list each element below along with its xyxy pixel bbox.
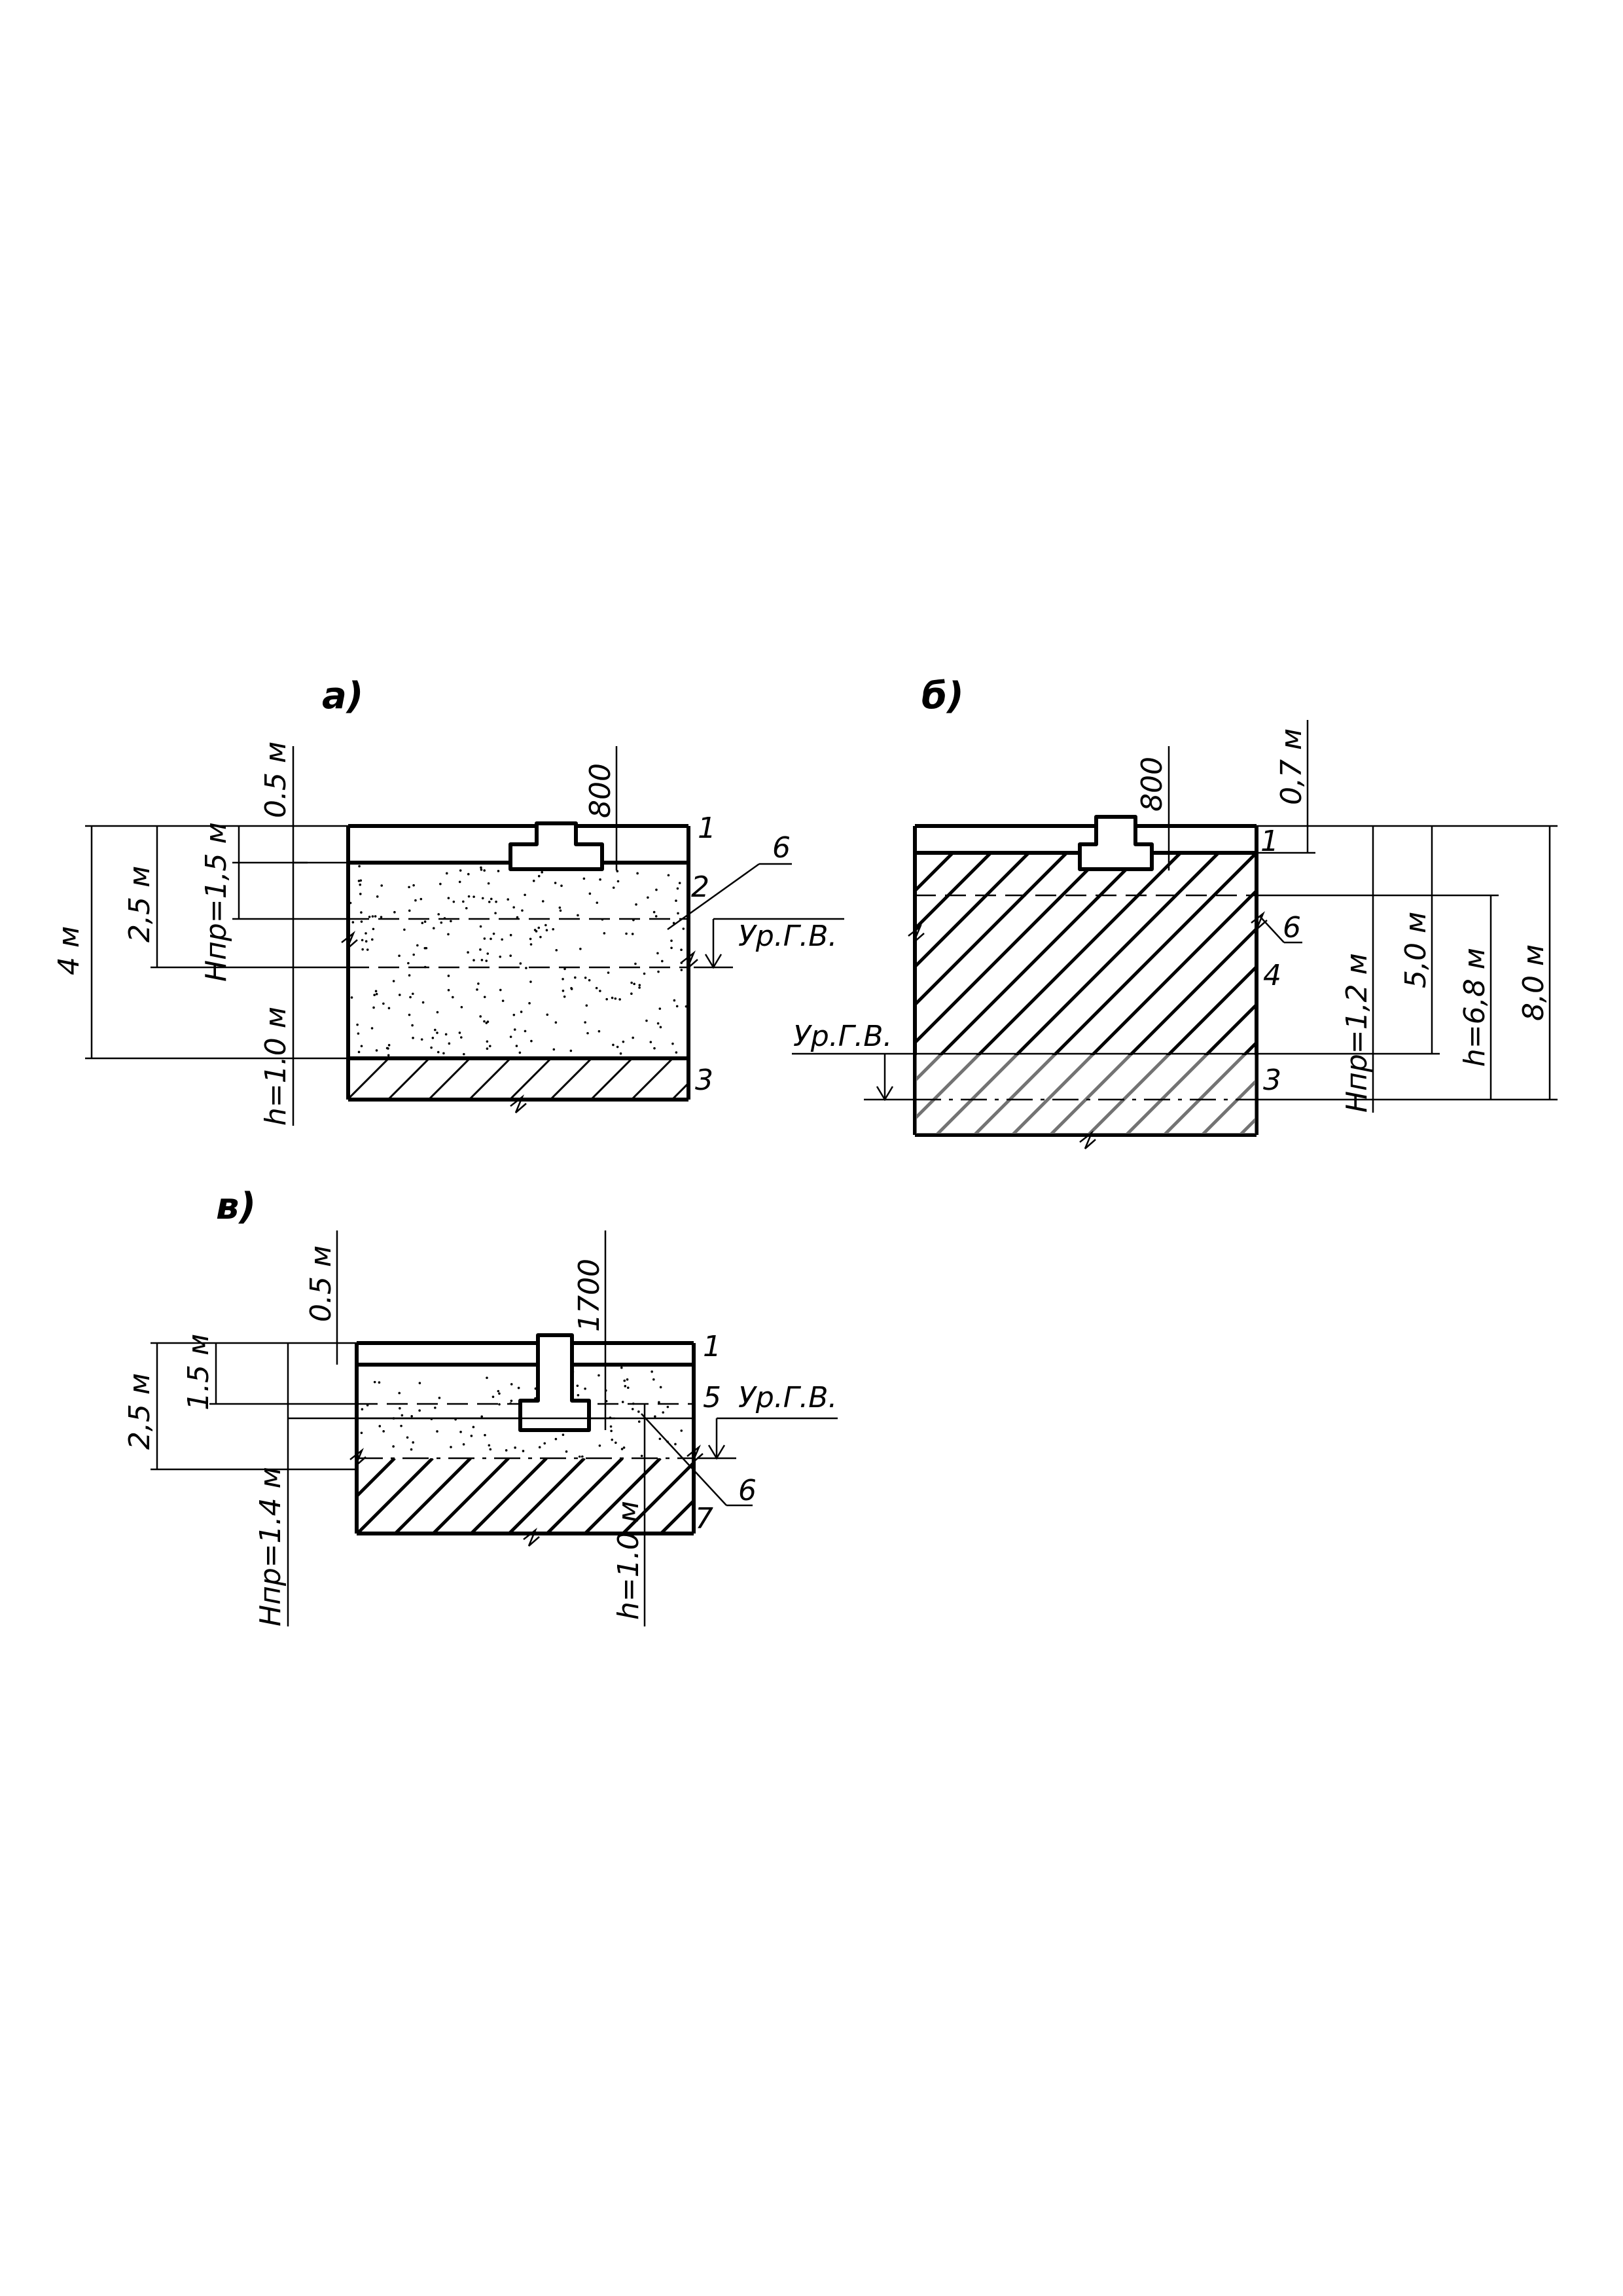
diagram-a-title: а) — [322, 675, 363, 717]
dim-800: 800 — [1135, 757, 1169, 812]
dim-hnp: Нпр=1.4 м — [254, 1467, 287, 1626]
dim-800: 800 — [584, 763, 617, 818]
callout-6: 6 — [772, 831, 791, 865]
clay-hatch — [348, 1058, 688, 1099]
break-mark-icon — [341, 931, 358, 950]
dim-8m: 8,0 м — [1517, 944, 1550, 1021]
dim-0-7m: 0,7 м — [1275, 728, 1308, 805]
dim-hnp: Нпр=1,2 м — [1340, 953, 1374, 1113]
pipe-icon — [1078, 815, 1154, 871]
break-mark-icon — [510, 1094, 527, 1113]
dim-0-5m: 0.5 м — [304, 1246, 338, 1322]
dim-1700: 1700 — [573, 1259, 606, 1332]
dim-4m: 4 м — [52, 926, 86, 975]
dim-h: h=1.0 м — [612, 1501, 645, 1620]
clay-hatch — [357, 1458, 694, 1534]
clay-hatch — [915, 853, 1257, 1134]
pipe-icon — [508, 821, 604, 871]
callout-5: 5 — [703, 1381, 721, 1414]
callout-4: 4 — [1263, 959, 1281, 992]
callout-6: 6 — [738, 1474, 757, 1507]
diagram-v-title: в) — [216, 1185, 256, 1228]
groundwater-level-label: Ур.Г.В. — [793, 1020, 892, 1053]
callout-2: 2 — [691, 870, 709, 904]
callout-1: 1 — [703, 1330, 721, 1363]
dim-5m: 5,0 м — [1399, 912, 1433, 988]
break-mark-icon — [681, 950, 698, 969]
callout-3: 3 — [695, 1064, 713, 1097]
callout-1: 1 — [698, 812, 716, 845]
diagram-b-title: б) — [921, 675, 964, 717]
callout-7: 7 — [695, 1502, 713, 1535]
dim-1-5m: 1.5 м — [182, 1334, 215, 1410]
groundwater-level-label: Ур.Г.В. — [738, 1381, 837, 1414]
dim-0-5m: 0.5 м — [259, 742, 293, 818]
dim-2-5m: 2,5 м — [123, 866, 156, 942]
pipe-icon — [518, 1333, 591, 1432]
groundwater-level-label: Ур.Г.В. — [738, 920, 837, 953]
callout-1: 1 — [1260, 825, 1279, 858]
dim-h: h=6,8 м — [1458, 948, 1491, 1067]
sand-fill — [348, 863, 688, 1057]
callout-6: 6 — [1283, 911, 1301, 944]
dim-2-5m: 2,5 м — [123, 1373, 156, 1450]
diagram-b: б) 800 0,7 м Нпр=1,2 м 5,0 м h=6,8 м — [792, 675, 1558, 1149]
callout-3: 3 — [1263, 1064, 1281, 1097]
diagram-a: а) 4 м 2,5 м Нпр=1,5 м — [52, 675, 844, 1126]
diagram-v: в) 2,5 м 1.5 м Нпр=1.4 м 0.5 м 1700 h= — [123, 1185, 838, 1626]
dim-h: h=1.0 м — [259, 1007, 293, 1126]
dim-hnp: Нпр=1,5 м — [200, 822, 233, 982]
